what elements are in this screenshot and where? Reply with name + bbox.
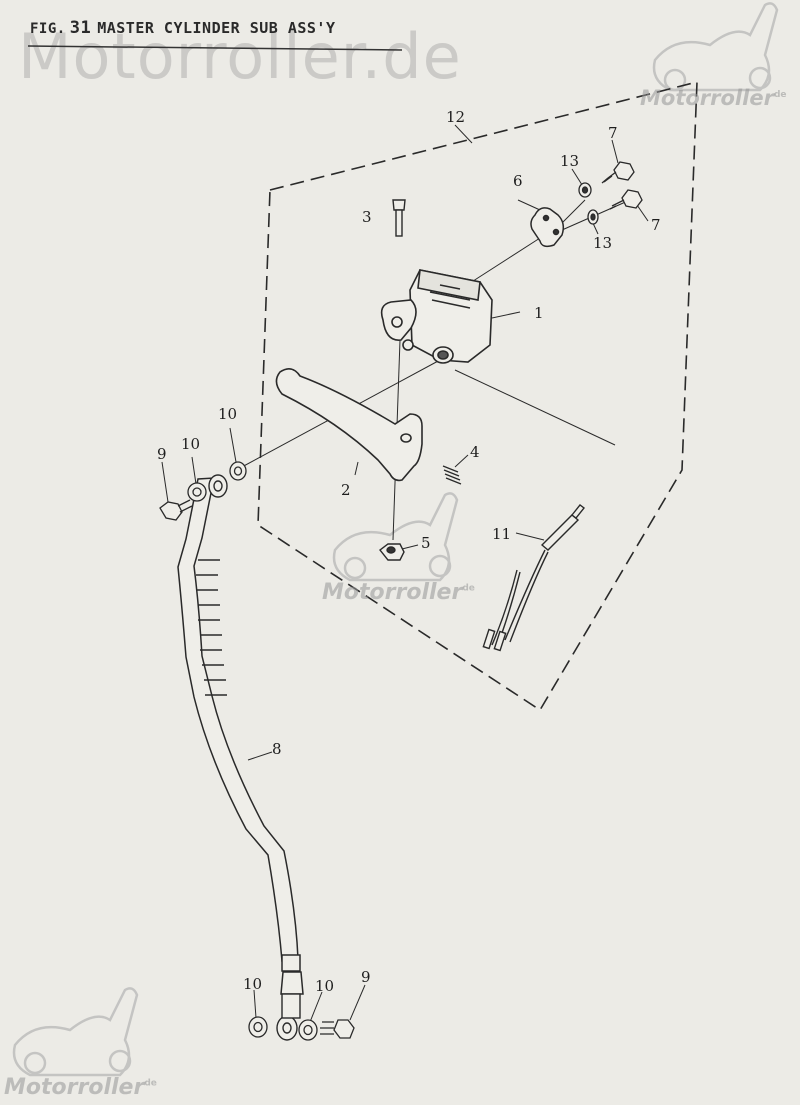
leader-line-1 xyxy=(491,311,521,319)
leader-line-10-d xyxy=(309,991,323,1023)
clamp-bolt-lower xyxy=(609,189,643,210)
leader-line-7-b xyxy=(636,204,649,222)
leader-line-9-top xyxy=(161,461,169,503)
leader-line-4 xyxy=(454,454,469,468)
leader-line-11 xyxy=(515,532,545,541)
pivot-nut xyxy=(379,543,405,561)
callout-4: 4 xyxy=(470,443,480,461)
leader-line-9-bottom xyxy=(349,984,366,1021)
callout-13-upper: 13 xyxy=(560,152,580,170)
callout-6: 6 xyxy=(513,172,523,190)
brake-hose xyxy=(177,477,304,995)
banjo-fitting-top xyxy=(208,474,228,498)
callout-8: 8 xyxy=(272,740,282,758)
figure-title: MASTER CYLINDER SUB ASS'Y xyxy=(97,19,336,37)
figure-prefix: FIG. xyxy=(30,21,66,37)
callout-10-b: 10 xyxy=(218,405,238,423)
washer-13-upper xyxy=(578,182,592,198)
leader-line-8 xyxy=(247,751,273,761)
banjo-bolt-9-bottom xyxy=(320,1019,355,1039)
scooter-logo-watermark-center xyxy=(332,492,459,582)
callout-7-upper: 7 xyxy=(608,124,618,142)
callout-10-a: 10 xyxy=(181,435,201,453)
banjo-fitting-bottom xyxy=(276,993,301,1041)
figure-number: 31 xyxy=(69,18,92,38)
scooter-logo-watermark-bottom-left xyxy=(12,987,139,1077)
leader-line-10-b xyxy=(229,427,237,463)
center-line-clamp xyxy=(469,237,541,284)
copper-washer-10-d xyxy=(298,1019,318,1041)
washer-13-lower xyxy=(587,209,599,225)
leader-line-2 xyxy=(354,461,359,476)
callout-13-lower: 13 xyxy=(593,234,613,252)
callout-1: 1 xyxy=(534,304,544,322)
leader-line-10-a xyxy=(191,456,197,485)
leader-line-12 xyxy=(454,124,473,144)
copper-washer-10-c xyxy=(248,1016,268,1038)
callout-9-top: 9 xyxy=(157,445,167,463)
copper-washer-10-b xyxy=(229,461,247,481)
figure-header: FIG.31 MASTER CYLINDER SUB ASS'Y xyxy=(30,18,335,38)
callout-5: 5 xyxy=(421,534,431,552)
clamp-bolt-upper xyxy=(601,161,635,184)
pivot-bolt xyxy=(392,199,406,237)
center-line-switch xyxy=(454,369,616,446)
callout-3: 3 xyxy=(362,208,372,226)
callout-10-d: 10 xyxy=(315,977,335,995)
leader-line-5 xyxy=(401,544,419,550)
callout-11: 11 xyxy=(492,525,512,543)
scooter-logo-watermark-top-right xyxy=(652,2,779,92)
brake-stop-switch xyxy=(482,504,585,652)
callout-10-c: 10 xyxy=(243,975,263,993)
lever-spring xyxy=(442,465,462,485)
sub-assembly-boundary xyxy=(257,80,698,712)
watermark-brand-center: Motorrollerde xyxy=(322,580,475,605)
header-underline xyxy=(27,45,403,51)
callout-2: 2 xyxy=(341,481,351,499)
banjo-bolt-9-top xyxy=(159,499,193,521)
leader-line-7-a xyxy=(611,139,619,164)
watermark-site-logo: Motorroller.de xyxy=(18,20,462,93)
callout-7-lower: 7 xyxy=(651,216,661,234)
master-cylinder-body xyxy=(380,269,493,364)
handlebar-clamp xyxy=(530,207,565,248)
copper-washer-10-a xyxy=(187,482,207,502)
leader-line-10-c xyxy=(253,989,257,1019)
callout-12: 12 xyxy=(446,108,466,126)
leader-line-6 xyxy=(517,199,541,211)
brake-lever xyxy=(275,368,423,482)
callout-9-bottom: 9 xyxy=(361,968,371,986)
watermark-brand-bottom-left: Motorrollerde xyxy=(4,1075,157,1100)
watermark-brand-top-right: Motorrollerde xyxy=(640,86,787,110)
center-line-bolt-7a xyxy=(559,199,586,226)
